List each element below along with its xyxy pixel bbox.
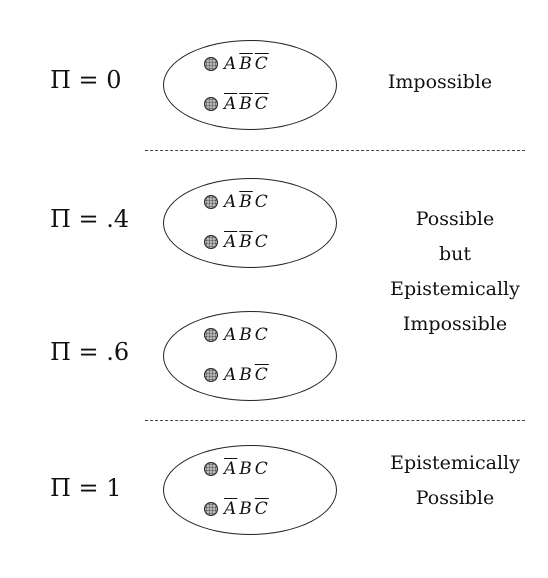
world-marker-icon — [204, 235, 218, 249]
literal-a: A — [224, 325, 238, 345]
literal-b: B — [239, 325, 253, 345]
desc-line: Possible — [415, 487, 495, 509]
literal-b: B — [239, 54, 253, 74]
world-marker-icon — [204, 195, 218, 209]
literal-b: B — [239, 232, 253, 252]
world-marker-icon — [204, 97, 218, 111]
literal-c: C — [254, 192, 269, 212]
literal-b: B — [239, 192, 253, 212]
world-marker-icon — [204, 462, 218, 476]
label-pi-0.6: Π = .6 — [50, 338, 130, 366]
world-marker-icon — [204, 328, 218, 342]
literal-b: B — [239, 499, 253, 519]
world-marker-icon — [204, 368, 218, 382]
literal-a: A — [224, 232, 238, 252]
literal-c: C — [254, 325, 269, 345]
label-pi-0.4: Π = .4 — [50, 205, 130, 233]
literal-a: A — [224, 499, 238, 519]
literal-c: C — [254, 232, 269, 252]
desc-epistemically-possible: Epistemically Possible — [380, 446, 530, 516]
desc-line: Possible — [415, 208, 495, 230]
world-marker-icon — [204, 57, 218, 71]
world-marker-icon — [204, 502, 218, 516]
desc-line: Epistemically — [390, 452, 520, 474]
literal-c: C — [254, 94, 269, 114]
literal-b: B — [239, 459, 253, 479]
literal-c: C — [254, 499, 269, 519]
desc-line: Epistemically — [390, 278, 520, 300]
literal-a: A — [224, 54, 238, 74]
literal-b: B — [239, 365, 253, 385]
literal-c: C — [254, 459, 269, 479]
literal-a: A — [224, 459, 238, 479]
literal-c: C — [254, 365, 269, 385]
divider-top — [145, 150, 525, 151]
literal-b: B — [239, 94, 253, 114]
label-pi-0: Π = 0 — [50, 66, 122, 94]
literal-c: C — [254, 54, 269, 74]
literal-a: A — [224, 365, 238, 385]
divider-bottom — [145, 420, 525, 421]
literal-a: A — [224, 94, 238, 114]
desc-impossible: Impossible — [380, 65, 500, 100]
desc-line: Impossible — [387, 71, 493, 93]
desc-possible-but-epistemically-impossible: Possible but Epistemically Impossible — [380, 202, 530, 342]
literal-a: A — [224, 192, 238, 212]
label-pi-1: Π = 1 — [50, 474, 122, 502]
desc-line: but — [438, 243, 472, 265]
desc-line: Impossible — [402, 313, 508, 335]
